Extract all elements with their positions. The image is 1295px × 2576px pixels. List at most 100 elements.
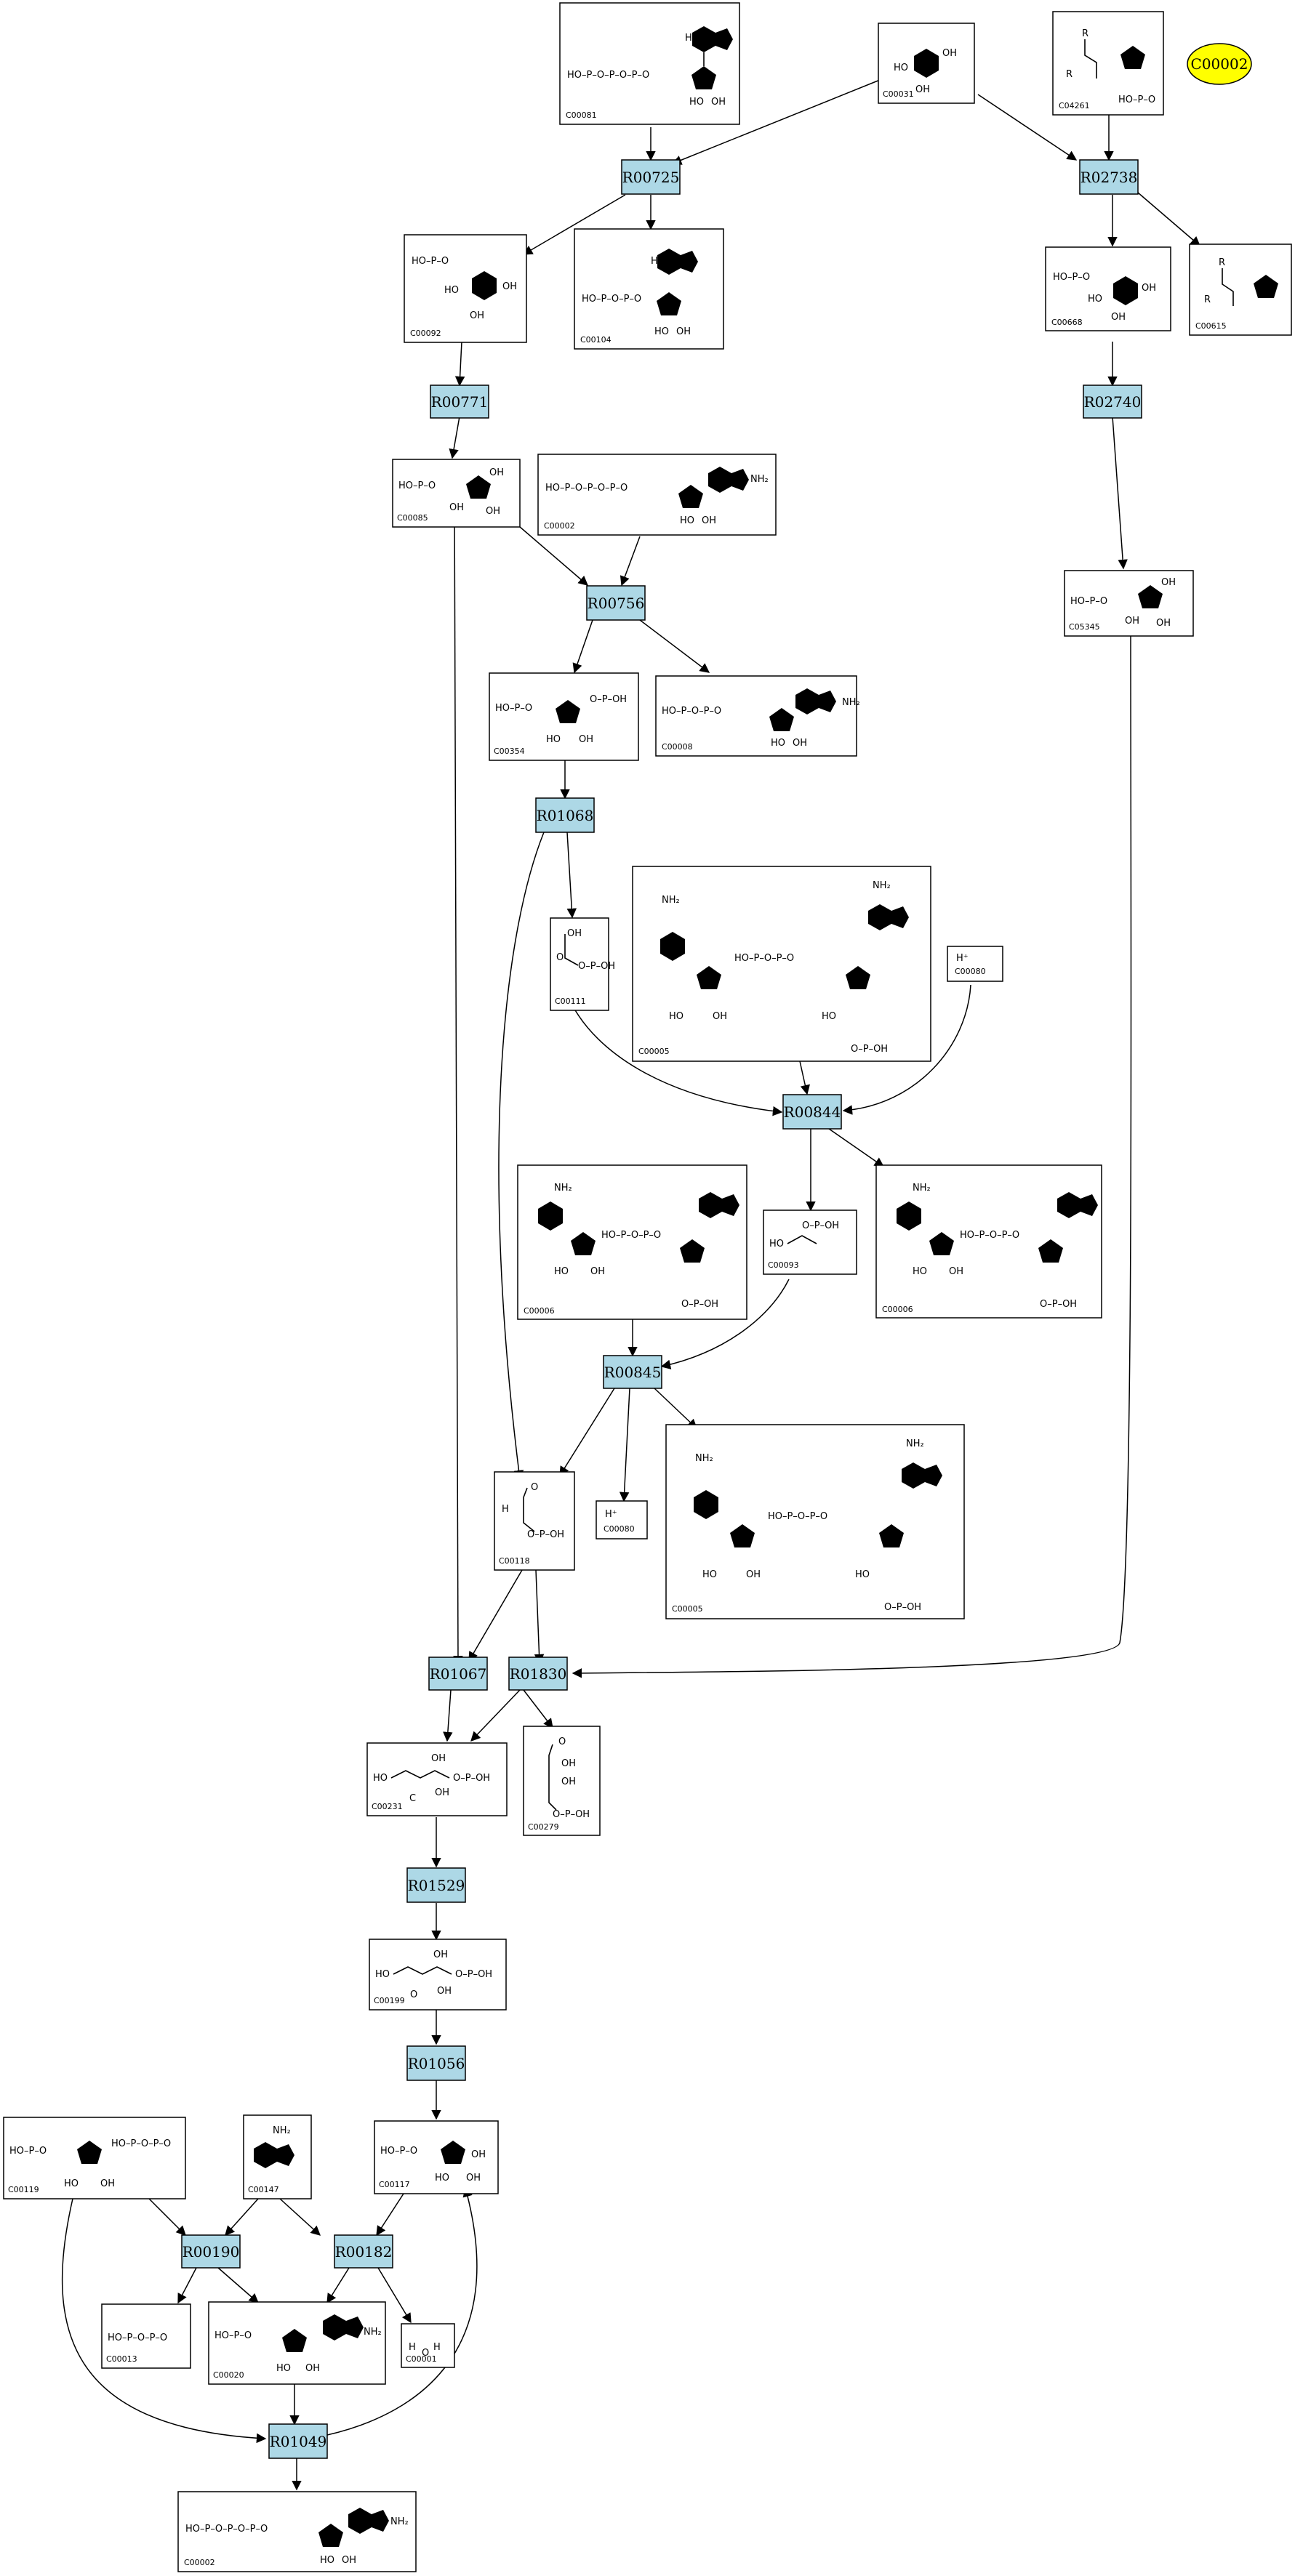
- compound-c00005[interactable]: NH₂ HO–P–O–P–O HO OH NH₂ HO O–P–OH C0000…: [665, 1424, 965, 1619]
- reaction-label: R01049: [270, 2433, 327, 2450]
- reaction-node[interactable]: R00725: [621, 159, 681, 195]
- reaction-node[interactable]: R01068: [535, 797, 595, 833]
- atom-label: O–P–OH: [453, 1773, 490, 1784]
- reaction-node[interactable]: R00845: [603, 1355, 662, 1389]
- atom-label: O: [558, 1736, 566, 1747]
- edge: [449, 416, 460, 459]
- atom-label: HO–P–O: [1053, 272, 1090, 283]
- compound-c00147[interactable]: NH₂ C00147: [243, 2114, 312, 2199]
- compound-c00006[interactable]: NH₂ HO–P–O–P–O HO OH O–P–OH C00006: [517, 1164, 747, 1320]
- reaction-node[interactable]: R00756: [586, 585, 646, 621]
- compound-c00199[interactable]: HO OH O OH O–P–OH C00199: [369, 1939, 507, 2011]
- compound-c00020[interactable]: HO–P–O NH₂ HO OH C00020: [208, 2301, 386, 2385]
- compound-c00668[interactable]: HO–P–O HO OH OH C00668: [1045, 246, 1171, 331]
- reaction-node[interactable]: R01049: [268, 2423, 328, 2459]
- atom-label: HN: [651, 256, 665, 267]
- atom-label: O–P–OH: [455, 1969, 492, 1980]
- compound-c00080[interactable]: H⁺ C00080: [947, 946, 1003, 982]
- compound-c00354[interactable]: HO–P–O O–P–OH HO OH C00354: [489, 672, 639, 761]
- edge: [574, 1008, 783, 1116]
- edge: [1137, 192, 1201, 246]
- compound-c00006[interactable]: NH₂ HO–P–O–P–O HO OH O–P–OH C00006: [875, 1164, 1102, 1319]
- compound-c00093[interactable]: HO O–P–OH C00093: [763, 1209, 857, 1275]
- edge: [671, 79, 881, 165]
- edge: [177, 2267, 197, 2304]
- atom-label: OH: [471, 2149, 486, 2160]
- compound-c00013[interactable]: HO–P–O–P–O C00013: [101, 2303, 191, 2369]
- compound-c00081[interactable]: HO–P–O–P–O–P–O HN HO OH C00081: [559, 2, 740, 125]
- compound-id: C00020: [213, 2370, 244, 2380]
- compound-c00092[interactable]: HO–P–O HO OH OH C00092: [404, 234, 527, 343]
- compound-c05345[interactable]: HO–P–O OH OH OH C05345: [1064, 570, 1194, 637]
- atom-label: H⁺: [605, 1509, 617, 1520]
- reaction-label: R01056: [408, 2055, 465, 2072]
- edge: [470, 1689, 521, 1742]
- compound-id: C00111: [555, 997, 586, 1006]
- compound-id: C00002: [184, 2558, 215, 2567]
- compound-c00117[interactable]: HO–P–O OH HO OH C00117: [374, 2120, 499, 2194]
- reaction-node[interactable]: R01056: [406, 2045, 466, 2081]
- compound-c00031[interactable]: HO OH OH C00031: [878, 23, 975, 104]
- atom-label: HO: [680, 515, 694, 526]
- reaction-label: R02738: [1080, 169, 1138, 186]
- edge: [977, 94, 1078, 161]
- compound-id: C00119: [8, 2185, 39, 2194]
- atom-label: HO: [769, 1239, 784, 1249]
- atom-label: HO–P–O–P–O: [768, 1511, 827, 1522]
- compound-c00002[interactable]: HO–P–O–P–O–P–O NH₂ HO OH C00002: [537, 454, 777, 536]
- edge: [799, 1060, 810, 1095]
- compound-c00279[interactable]: O OH OH O–P–OH C00279: [523, 1726, 601, 1836]
- atom-label: HO: [771, 738, 785, 749]
- reaction-node[interactable]: R02738: [1079, 159, 1139, 195]
- compound-c00231[interactable]: HO OH C OH O–P–OH C00231: [366, 1742, 508, 1816]
- atom-label: OH: [590, 1266, 605, 1277]
- edge: [61, 2198, 267, 2444]
- compound-c00111[interactable]: OH O O–P–OH C00111: [550, 917, 615, 1011]
- compound-id: C00005: [638, 1047, 670, 1056]
- atom-label: OH: [1111, 312, 1126, 323]
- reaction-node[interactable]: R00182: [334, 2234, 393, 2269]
- compound-c00119[interactable]: HO–P–O HO–P–O–P–O HO OH C00119: [3, 2117, 186, 2199]
- atom-label: HO–P–O–P–O: [582, 294, 641, 305]
- atom-label: NH₂: [662, 895, 680, 906]
- compound-c00080[interactable]: H⁺ C00080: [596, 1500, 648, 1539]
- reaction-node[interactable]: R01067: [428, 1657, 488, 1691]
- atom-label: HO: [373, 1773, 388, 1784]
- compound-c00615[interactable]: R R C00615: [1189, 243, 1292, 336]
- reaction-node[interactable]: R00190: [181, 2234, 241, 2269]
- atom-label: HO: [546, 734, 561, 745]
- atom-label: OH: [1142, 283, 1156, 294]
- reaction-node[interactable]: R01830: [508, 1657, 568, 1691]
- compound-c00002[interactable]: HO–P–O–P–O–P–O NH₂ HO OH C00002: [177, 2491, 417, 2572]
- compound-c00001[interactable]: H O H C00001: [401, 2323, 455, 2368]
- compound-id: C05345: [1069, 622, 1100, 632]
- atom-label: OH: [435, 1787, 449, 1798]
- atom-label: OH: [1156, 618, 1171, 629]
- compound-id: C00001: [406, 2354, 437, 2364]
- atom-label: R: [1082, 28, 1088, 39]
- compound-id: C00006: [524, 1306, 555, 1316]
- reaction-node[interactable]: R00771: [430, 385, 489, 419]
- edge: [498, 832, 545, 1481]
- edge: [523, 1689, 553, 1729]
- highlight-compound-node[interactable]: C00002: [1187, 43, 1252, 85]
- reaction-node[interactable]: R01529: [406, 1867, 466, 1903]
- atom-label: NH₂: [364, 2327, 382, 2338]
- compound-c00005[interactable]: NH₂ HO–P–O–P–O HO OH NH₂ HO O–P–OH C0000…: [632, 866, 931, 1062]
- atom-label: OH: [561, 1758, 576, 1769]
- atom-label: OH: [713, 1011, 727, 1022]
- reaction-node[interactable]: R02740: [1083, 385, 1142, 419]
- compound-c00008[interactable]: HO–P–O–P–O NH₂ HO OH C00008: [655, 675, 860, 757]
- atom-label: OH: [567, 928, 582, 939]
- atom-label: H: [502, 1504, 509, 1515]
- reaction-label: R00190: [183, 2243, 240, 2261]
- compound-c00085[interactable]: HO–P–O OH OH OH C00085: [392, 459, 521, 528]
- atom-label: HN: [685, 33, 699, 44]
- atom-label: HO–P–O–P–O–P–O: [567, 70, 649, 81]
- compound-c04261[interactable]: R R HO–P–O C04261: [1052, 11, 1164, 116]
- edge: [619, 1388, 630, 1502]
- compound-c00104[interactable]: HO–P–O–P–O HN HO OH C00104: [574, 228, 724, 350]
- reaction-node[interactable]: R00844: [782, 1094, 842, 1130]
- compound-id: C00013: [106, 2354, 137, 2364]
- compound-c00118[interactable]: O H O–P–OH C00118: [494, 1471, 575, 1571]
